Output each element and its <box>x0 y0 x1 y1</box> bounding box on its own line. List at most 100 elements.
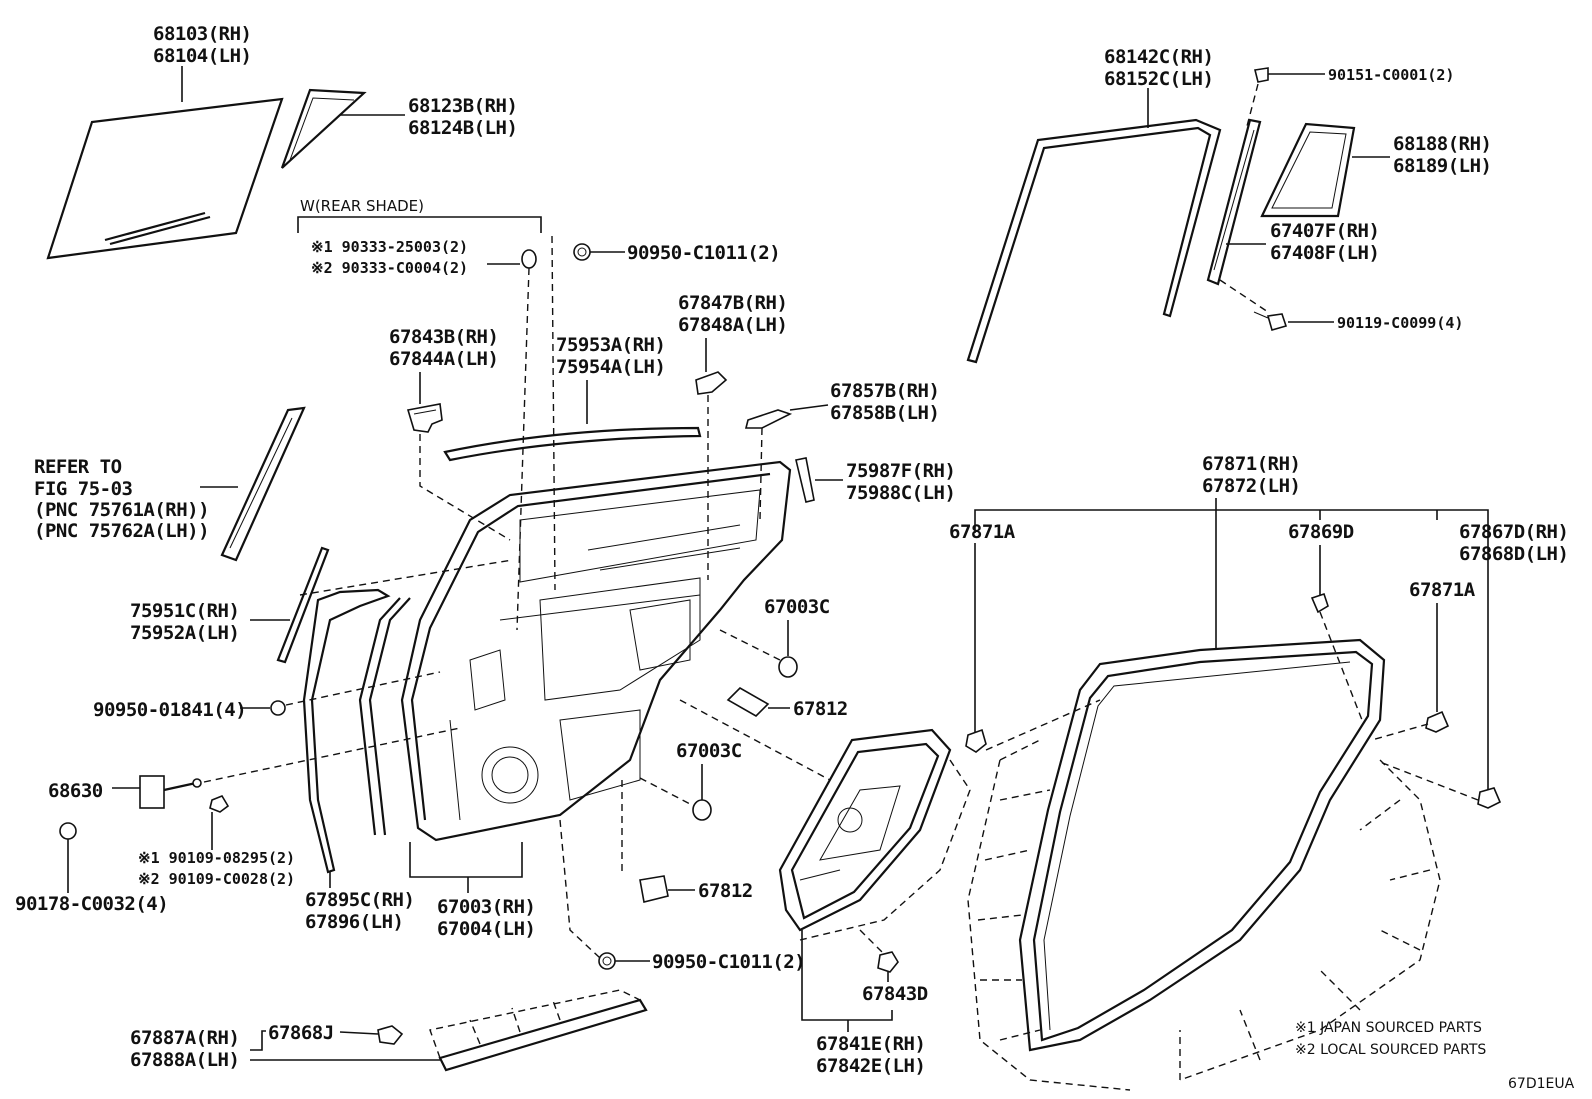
label-67844a-lh: 67844A(LH) <box>389 348 498 370</box>
grommet-bottom-icon <box>598 952 616 970</box>
label-68103-rh: 68103(RH) <box>153 23 251 45</box>
clip-67867d-icon <box>1477 787 1502 809</box>
label-refer-fig: FIG 75-03 <box>34 478 133 500</box>
label-75952a-lh: 75952A(LH) <box>130 622 239 644</box>
division-bar-garnish <box>276 546 330 664</box>
label-67848a-lh: 67848A(LH) <box>678 314 787 336</box>
rear-shade-clip-icon <box>521 249 537 269</box>
quarter-glass <box>280 88 405 169</box>
upper-clip-icon <box>695 371 728 395</box>
label-67003c-b: 67003C <box>676 740 742 762</box>
pad-67812-b <box>639 875 669 903</box>
label-90109-08295: ※1 90109-08295(2) <box>138 849 295 867</box>
label-90333-25003: ※1 90333-25003(2) <box>311 238 468 256</box>
glass-run-channel <box>966 118 1222 364</box>
label-67841e-rh: 67841E(RH) <box>816 1033 925 1055</box>
label-67004-lh: 67004(LH) <box>437 918 535 940</box>
label-67869d: 67869D <box>1288 521 1354 543</box>
clip-67871a-right-icon <box>1425 710 1450 733</box>
label-90178-c0032: 90178-C0032(4) <box>15 893 168 915</box>
screw-90151-icon <box>1254 67 1269 83</box>
clip-67871a-left-icon <box>965 728 987 753</box>
label-refer-pnc-lh: (PNC 75762A(LH)) <box>34 520 209 542</box>
plug-icon-a <box>778 656 798 678</box>
label-68188-rh: 68188(RH) <box>1393 133 1491 155</box>
label-68630: 68630 <box>48 780 103 802</box>
label-90151-c0001: 90151-C0001(2) <box>1328 66 1454 84</box>
body-weatherstrip <box>1018 638 1386 1052</box>
label-67858b-lh: 67858B(LH) <box>830 402 939 424</box>
label-67871-rh: 67871(RH) <box>1202 453 1300 475</box>
label-68189-lh: 68189(LH) <box>1393 155 1491 177</box>
grommet-01841-icon <box>270 700 286 716</box>
label-67871a-left: 67871A <box>949 521 1016 543</box>
label-refer-to: REFER TO <box>34 456 122 478</box>
label-90950-c1011-top: 90950-C1011(2) <box>627 242 780 264</box>
label-67843d: 67843D <box>862 983 928 1005</box>
label-75953a-rh: 75953A(RH) <box>556 334 665 356</box>
label-67868j: 67868J <box>268 1022 334 1044</box>
label-90333-c0004: ※2 90333-C0004(2) <box>311 259 468 277</box>
label-67857b-rh: 67857B(RH) <box>830 380 939 402</box>
label-75951c-rh: 75951C(RH) <box>130 600 239 622</box>
figure-code: 67D1EUA <box>1508 1076 1575 1092</box>
label-75988c-lh: 75988C(LH) <box>846 482 955 504</box>
label-90950-01841: 90950-01841(4) <box>93 699 246 721</box>
pillar-garnish <box>220 406 306 562</box>
label-67003c-a: 67003C <box>764 596 830 618</box>
label-67812-a: 67812 <box>793 698 848 720</box>
bolt-90119-icon <box>1266 313 1288 331</box>
label-67867d-rh: 67867D(RH) <box>1459 521 1568 543</box>
quarter-window <box>1260 122 1356 218</box>
legend-japan-sourced: ※1 JAPAN SOURCED PARTS <box>1295 1020 1482 1036</box>
bolt-90109-icon <box>209 795 230 813</box>
label-68104-lh: 68104(LH) <box>153 45 251 67</box>
outer-frame-moulding <box>795 457 815 503</box>
label-68123b-rh: 68123B(RH) <box>408 95 517 117</box>
label-75954a-lh: 75954A(LH) <box>556 356 665 378</box>
label-67896-lh: 67896(LH) <box>305 911 403 933</box>
label-75987f-rh: 75987F(RH) <box>846 460 955 482</box>
label-67842e-lh: 67842E(LH) <box>816 1055 925 1077</box>
label-67888a-lh: 67888A(LH) <box>130 1049 239 1071</box>
label-68124b-lh: 68124B(LH) <box>408 117 517 139</box>
label-67871a-right: 67871A <box>1409 579 1476 601</box>
rocker-moulding <box>429 989 648 1072</box>
label-67895c-rh: 67895C(RH) <box>305 889 414 911</box>
label-rear-shade: W(REAR SHADE) <box>300 197 424 215</box>
label-67872-lh: 67872(LH) <box>1202 475 1300 497</box>
label-90119-c0099: 90119-C0099(4) <box>1337 314 1463 332</box>
label-90109-c0028: ※2 90109-C0028(2) <box>138 870 295 888</box>
division-bar <box>1206 118 1262 286</box>
body-opening-dashed <box>967 739 1441 1091</box>
clip-67868j-icon <box>377 1025 404 1045</box>
clip-67843d-icon <box>877 951 899 973</box>
label-90950-c1011-bottom: 90950-C1011(2) <box>652 951 805 973</box>
label-68152c-lh: 68152C(LH) <box>1104 68 1213 90</box>
legend-local-sourced: ※2 LOCAL SOURCED PARTS <box>1295 1042 1486 1058</box>
rear-door-glass <box>46 66 284 260</box>
label-refer-pnc-rh: (PNC 75761A(RH)) <box>34 499 209 521</box>
nut-90178-icon <box>59 822 77 840</box>
label-67868d-lh: 67868D(LH) <box>1459 543 1568 565</box>
label-67003-rh: 67003(RH) <box>437 896 535 918</box>
clip-67869d-icon <box>1310 592 1329 614</box>
door-edge-seal <box>358 597 401 836</box>
label-67887a-rh: 67887A(RH) <box>130 1027 239 1049</box>
upper-sash-moulding <box>443 426 702 462</box>
label-68142c-rh: 68142C(RH) <box>1104 46 1213 68</box>
label-67843b-rh: 67843B(RH) <box>389 326 498 348</box>
label-67408f-lh: 67408F(LH) <box>1270 242 1379 264</box>
service-hole-cover <box>778 728 952 932</box>
pad-67812-a <box>726 687 770 717</box>
rear-door-panel <box>400 460 792 842</box>
label-67847b-rh: 67847B(RH) <box>678 292 787 314</box>
grommet-top-icon <box>573 243 591 261</box>
hinge-clip-icon <box>406 403 443 433</box>
plug-icon-b <box>692 799 712 821</box>
label-67812-b: 67812 <box>698 880 753 902</box>
label-67407f-rh: 67407F(RH) <box>1270 220 1379 242</box>
door-check-icon <box>139 775 202 809</box>
sash-bracket-icon <box>744 409 793 429</box>
